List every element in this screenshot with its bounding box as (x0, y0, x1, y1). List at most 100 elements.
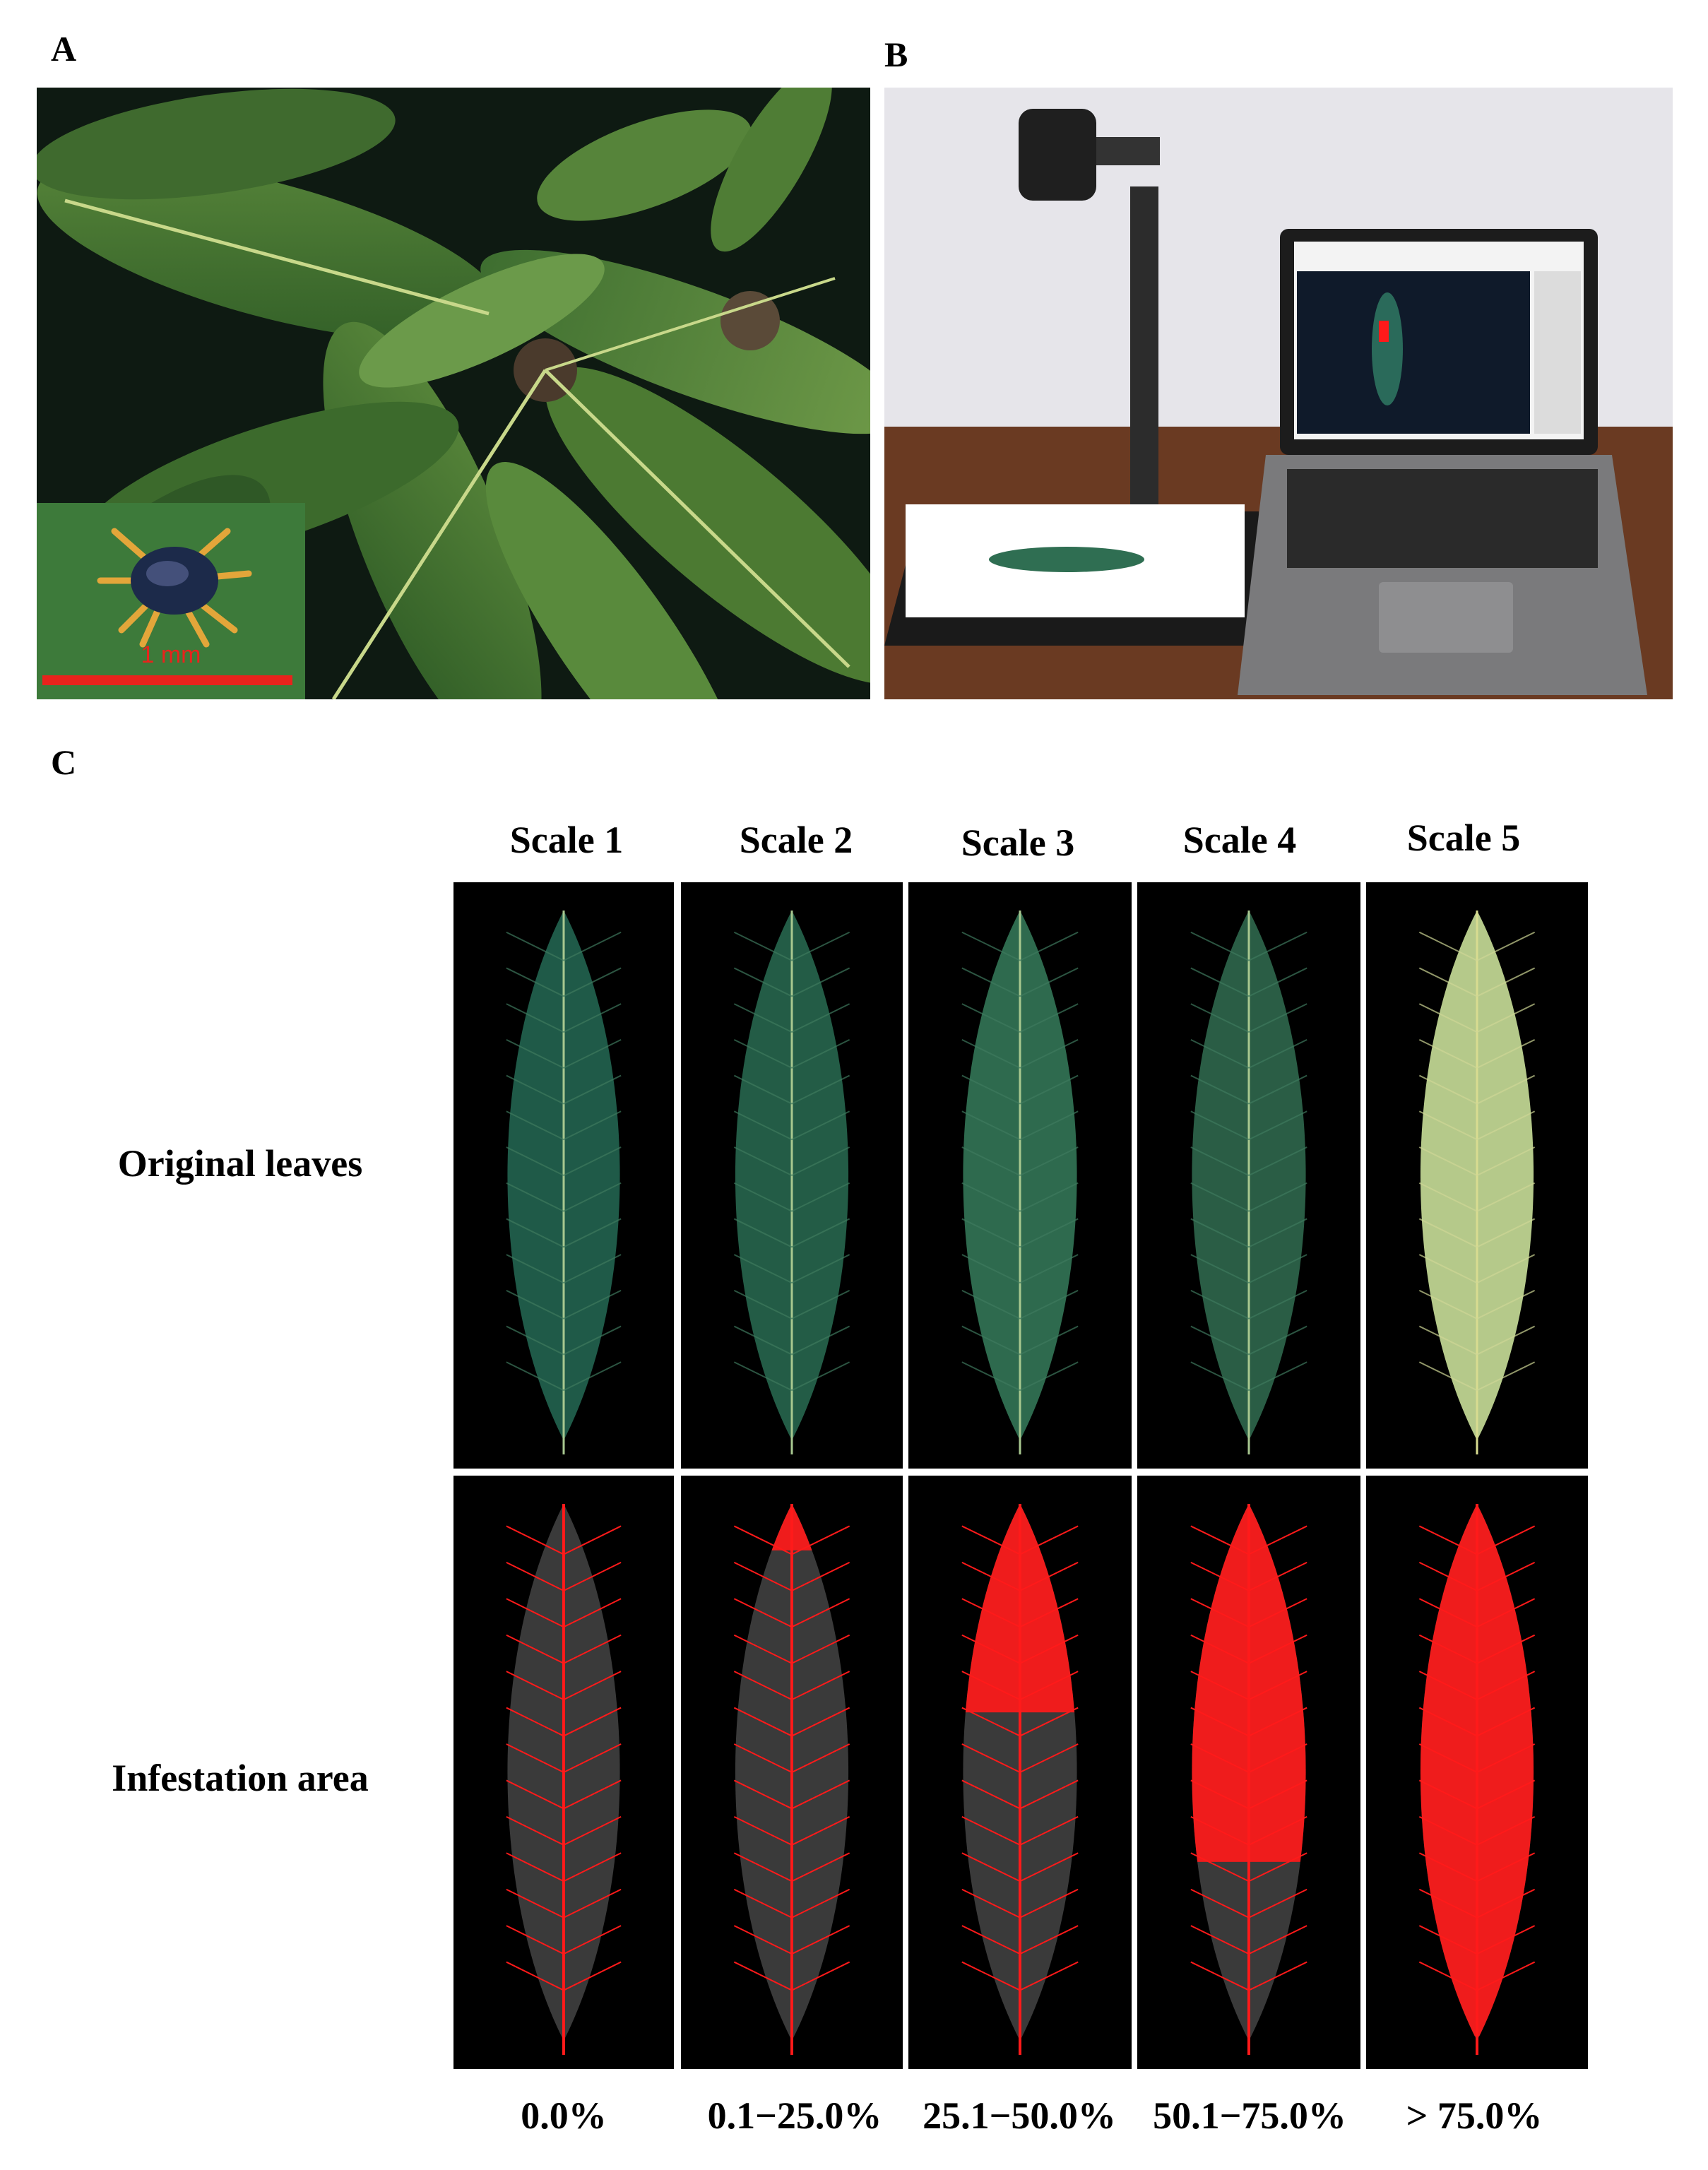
leaf-vein (1248, 1888, 1307, 1919)
leaf-vein (961, 1925, 1021, 1955)
leaf-vein (563, 1561, 622, 1591)
leaf-vein (1418, 1888, 1478, 1919)
leaf-vein (1248, 1852, 1307, 1883)
infestation-leaf-scale-4 (1137, 1476, 1360, 2069)
leaf-vein (733, 1815, 793, 1846)
mango-tree-photo: 1 mm (37, 88, 870, 699)
leaf-vein (506, 1361, 564, 1392)
scale-bar (42, 675, 292, 685)
leaf-vein (1019, 1961, 1079, 1991)
leaf-vein (1418, 1110, 1478, 1141)
imaging-setup-photo (884, 88, 1673, 699)
leaf-vein (506, 1779, 564, 1810)
leaf-vein (961, 1289, 1021, 1320)
leaf-vein (1418, 1815, 1478, 1846)
leaf-vein (961, 1671, 1021, 1701)
leaf-vein (1476, 1003, 1536, 1033)
leaf-vein (1418, 1325, 1478, 1356)
leaf-vein (1190, 1325, 1250, 1356)
leaf-vein (791, 1634, 850, 1664)
leaf-vein (1190, 931, 1250, 961)
leaf-vein (1248, 1961, 1307, 1991)
leaf-vein (1190, 1110, 1250, 1141)
leaf-vein (1190, 1888, 1250, 1919)
scale-header-1: Scale 1 (509, 819, 624, 861)
leaf-vein (961, 1218, 1021, 1248)
leaf-vein (1190, 1038, 1250, 1069)
leaf-vein (1248, 1218, 1307, 1248)
leaf-vein (506, 967, 564, 997)
percentage-scale-5: > 75.0% (1406, 2094, 1543, 2137)
leaf-vein (1476, 1146, 1536, 1176)
leaf-vein (506, 1038, 564, 1069)
leaf-vein (563, 1182, 622, 1212)
leaf-vein (563, 1852, 622, 1883)
leaf-vein (1476, 1925, 1536, 1955)
leaf-vein (733, 967, 793, 997)
imaging-setup-illustration (884, 88, 1673, 699)
leaf-vein (1248, 1707, 1307, 1737)
leaf-vein (1248, 1361, 1307, 1392)
leaf-vein (733, 1671, 793, 1701)
leaf-vein (1019, 1074, 1079, 1105)
leaf-vein (506, 1325, 564, 1356)
leaf-vein (733, 1038, 793, 1069)
leaf-vein (506, 1852, 564, 1883)
leaf-vein (563, 1925, 622, 1955)
leaf-vein (1476, 1634, 1536, 1664)
leaf-vein (961, 1634, 1021, 1664)
leaf-vein (791, 1289, 850, 1320)
leaf-vein (1019, 1888, 1079, 1919)
leaf-vein (791, 1038, 850, 1069)
leaf-vein (733, 1003, 793, 1033)
leaf-vein (961, 1561, 1021, 1591)
leaf-vein (791, 1961, 850, 1991)
leaf-vein (1190, 1743, 1250, 1773)
leaf-vein (733, 1182, 793, 1212)
leaf-vein (1019, 1707, 1079, 1737)
scale-header-3: Scale 3 (961, 822, 1075, 864)
leaf-vein (733, 1561, 793, 1591)
leaf-vein (1019, 1218, 1079, 1248)
scale-header-5: Scale 5 (1406, 817, 1521, 859)
leaf-vein (1476, 1961, 1536, 1991)
row-label-original: Original leaves (117, 1142, 363, 1185)
original-leaf-scale-2 (681, 882, 903, 1469)
leaf-vein (563, 1038, 622, 1069)
leaf-vein (1476, 1254, 1536, 1284)
leaf-vein (791, 1525, 850, 1555)
mite-inset-photo: 1 mm (37, 503, 305, 699)
leaf-vein (961, 967, 1021, 997)
leaf-vein (1248, 1671, 1307, 1701)
leaf-vein (1190, 1561, 1250, 1591)
leaf-vein (563, 1325, 622, 1356)
leaf-vein (1190, 1003, 1250, 1033)
leaf-vein (1476, 931, 1536, 961)
leaf-vein (506, 1634, 564, 1664)
leaf-vein (506, 1182, 564, 1212)
leaf-vein (506, 1598, 564, 1628)
leaf-vein (1190, 1146, 1250, 1176)
leaf-vein (1476, 1779, 1536, 1810)
leaf-vein (791, 1743, 850, 1773)
leaf-vein (1190, 1289, 1250, 1320)
leaf-vein (961, 1254, 1021, 1284)
leaf-vein (1190, 1961, 1250, 1991)
leaf-vein (563, 1003, 622, 1033)
leaf-vein (791, 1361, 850, 1392)
leaf-vein (1190, 1218, 1250, 1248)
leaf-vein (1248, 1038, 1307, 1069)
leaf-vein (1476, 1361, 1536, 1392)
leaf-vein (791, 1707, 850, 1737)
leaf-vein (563, 1598, 622, 1628)
leaf-vein (733, 1325, 793, 1356)
percentage-scale-2: 0.1−25.0% (707, 2094, 882, 2137)
leaf-vein (563, 1361, 622, 1392)
leaf-vein (563, 1888, 622, 1919)
leaf-vein (791, 1598, 850, 1628)
leaf-vein (1418, 1525, 1478, 1555)
leaf-vein (1418, 1598, 1478, 1628)
leaf-vein (733, 1074, 793, 1105)
leaf-vein (961, 1743, 1021, 1773)
leaf-vein (791, 1182, 850, 1212)
